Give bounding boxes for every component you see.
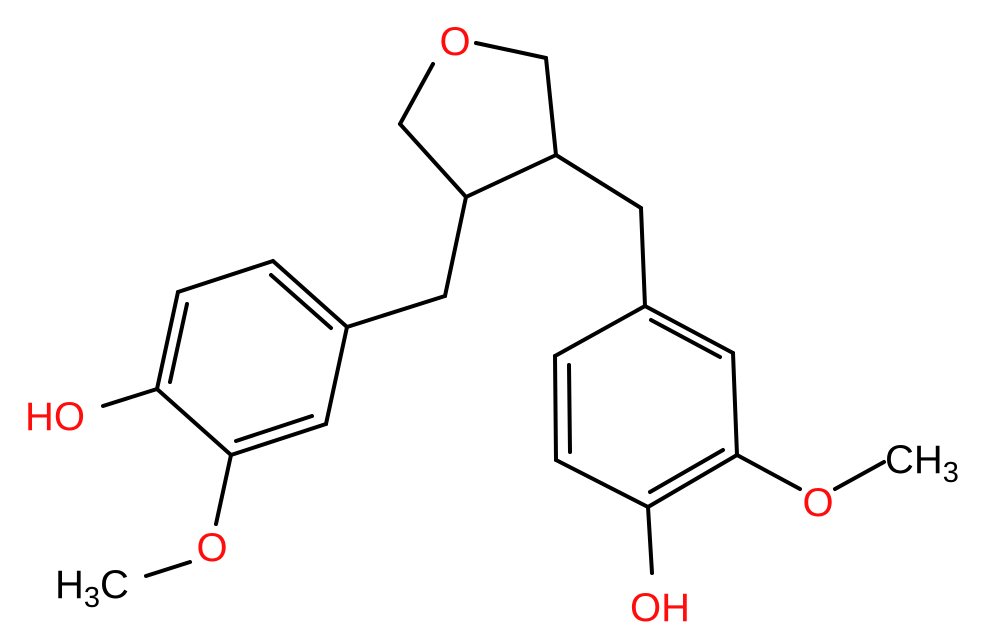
bond-right-ring-d [554,458,650,509]
right-methoxy-oxygen-label: O [802,481,833,525]
left-methoxy-oxygen-label: O [196,526,227,570]
left-methyl-subscript: 3 [84,582,100,614]
ring-oxygen-label: O [439,20,470,64]
bond-left-ring-d [155,387,233,457]
bond-left-ring-e [229,422,328,457]
bond-c3-c2 [398,122,468,199]
bond-right-ring-b [731,351,739,457]
bond-ring-o-c5 [474,41,548,60]
bond-right-ring-a-double [649,318,722,359]
bond-right-ring-c-double [648,448,725,494]
right-methyl-subscript: 3 [943,457,959,489]
bond-right-ring-a [643,304,735,355]
left-methyl-label: H3C [55,563,129,614]
bond-right-ome-ch3 [833,460,886,491]
bond-ch2-right-ring [639,206,647,308]
bond-c4-c3 [464,153,558,199]
bond-c2-ring-o [398,62,435,126]
bond-left-ring-c [155,290,180,391]
bond-left-ring-a [271,259,349,329]
bond-left-ring-e-double [234,414,314,443]
bond-right-ring-c [646,453,739,509]
bond-right-oh [646,505,654,575]
right-methyl-label: CH3 [885,438,959,489]
bond-right-ring-e-double [567,363,572,454]
bond-left-ring-a-double [269,273,333,330]
bond-left-ome-ch3 [144,560,192,578]
right-methyl-ch: CH [885,438,943,482]
bond-left-ring-b [176,259,275,294]
bond-right-ring-f [553,304,647,358]
bond-left-ring-c-double [168,302,189,384]
bond-c4-ch2-right [554,153,643,210]
bond-ch2-left-ring [345,294,447,329]
bond-c3-ch2-left [443,195,468,298]
bond-left-ring-f [324,325,349,426]
bonds [101,41,886,578]
bond-right-ome-o [735,453,802,491]
left-methyl-c: C [100,563,129,607]
atom-labels: O HO O H3C O CH3 OH [25,20,959,630]
right-hydroxyl-label: OH [630,586,690,630]
left-methyl-h: H [55,563,84,607]
bond-left-oh [101,387,159,408]
bond-right-ring-e [553,354,558,462]
left-hydroxyl-label: HO [25,395,85,439]
bond-left-ome-o [214,453,233,526]
bond-c5-c4 [544,56,558,157]
